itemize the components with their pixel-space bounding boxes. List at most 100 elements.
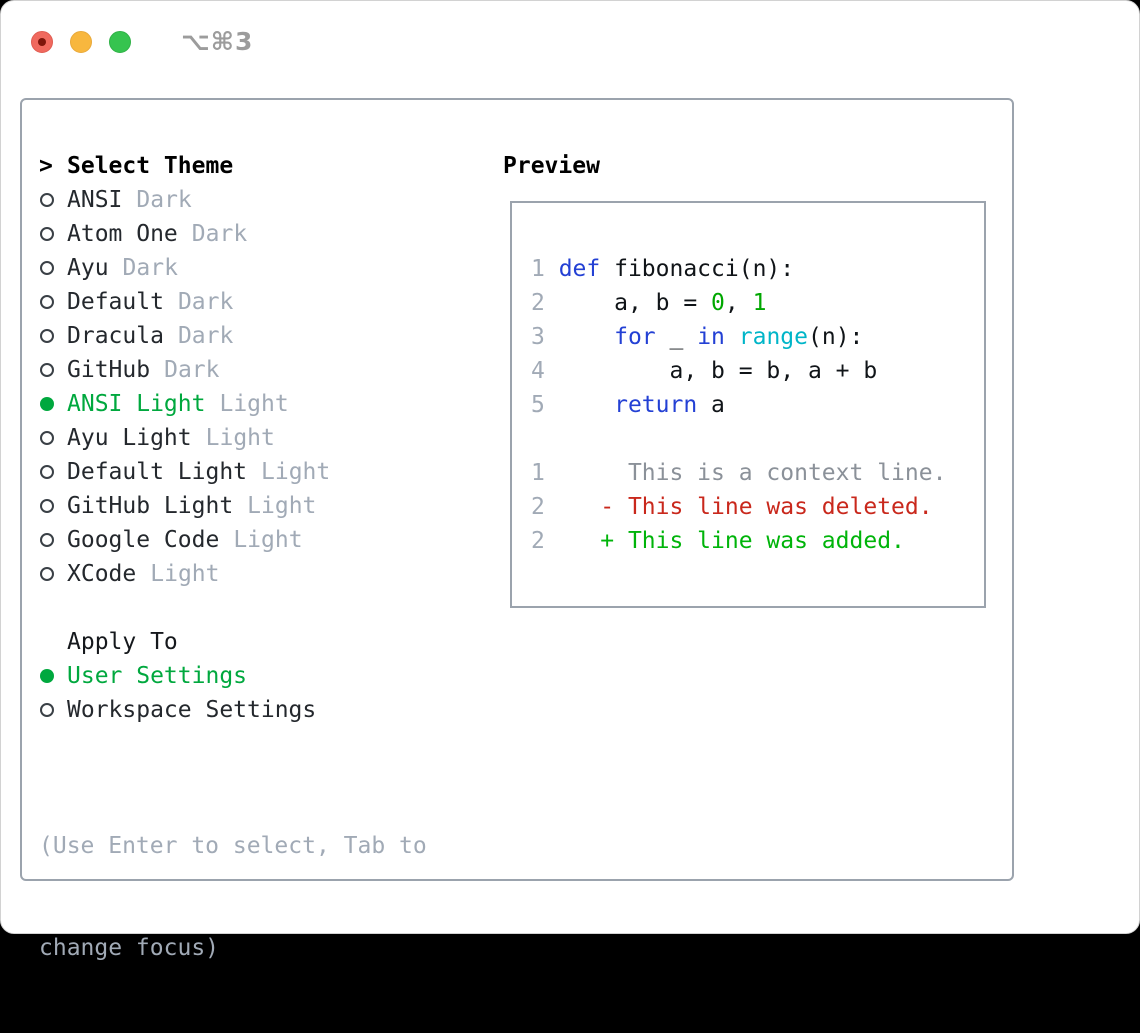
radio-icon [39, 533, 67, 547]
titlebar: ⌥⌘3 [31, 27, 253, 56]
radio-icon [39, 465, 67, 479]
radio-selected-icon [39, 669, 67, 683]
code-token [559, 324, 614, 350]
code-token [725, 324, 739, 350]
hint-text: (Use Enter to select, Tab to change focu… [39, 761, 427, 1033]
line-number: 2 [531, 290, 559, 316]
theme-option[interactable]: ANSI Light Light [39, 387, 427, 421]
code-token: + This line was added. [558, 528, 905, 554]
theme-variant: Dark [177, 323, 234, 349]
minimize-button-icon[interactable] [70, 30, 92, 53]
apply-option-label: Workspace Settings [67, 697, 317, 723]
theme-name: Atom One [67, 221, 178, 247]
theme-name: ANSI [67, 187, 123, 213]
code-token: _ [655, 324, 698, 350]
code-line [531, 422, 984, 456]
theme-variant: Dark [164, 357, 220, 383]
theme-option[interactable]: Ayu Dark [39, 251, 427, 285]
theme-name: GitHub Light [67, 493, 234, 519]
theme-option[interactable]: Atom One Dark [39, 217, 427, 251]
preview-column: Preview [503, 149, 600, 183]
code-line: 1 This is a context line. [531, 456, 984, 490]
theme-option[interactable]: ANSI Dark [39, 183, 427, 217]
radio-icon [39, 261, 67, 275]
code-token: a, b = b, a + b [558, 358, 878, 384]
code-token: - This line was deleted. [558, 494, 933, 520]
theme-variant: Dark [122, 255, 178, 281]
theme-variant: Dark [136, 187, 192, 213]
hint-line-1: (Use Enter to select, Tab to [39, 833, 427, 859]
code-line: 4 a, b = b, a + b [531, 354, 984, 388]
radio-icon [39, 193, 67, 207]
spacer [39, 727, 427, 761]
unsaved-dot-icon [38, 37, 46, 46]
line-number: 5 [531, 392, 559, 418]
maximize-button-icon[interactable] [109, 30, 131, 53]
code-token: range [738, 324, 808, 350]
code-line: 2 - This line was deleted. [531, 490, 984, 524]
theme-name: Ayu Light [67, 425, 192, 451]
theme-variant: Dark [177, 289, 234, 315]
theme-variant: Light [233, 527, 303, 553]
code-token: return [614, 392, 698, 418]
apply-option[interactable]: User Settings [39, 659, 427, 693]
line-number: 1 [531, 460, 559, 486]
theme-name: Default Light [67, 459, 248, 485]
code-token: 0 [711, 290, 725, 316]
line-number: 1 [531, 256, 559, 282]
theme-name: GitHub [67, 357, 151, 383]
theme-variant: Dark [191, 221, 248, 247]
code-line: 3 for _ in range(n): [531, 320, 984, 354]
theme-variant: Light [150, 561, 220, 587]
theme-name: XCode [67, 561, 137, 587]
apply-to-title: Apply To [67, 629, 178, 655]
spacer [39, 591, 427, 625]
theme-name: ANSI Light [67, 391, 206, 417]
close-button-icon[interactable] [31, 30, 53, 53]
code-token: This is a context line. [558, 460, 947, 486]
focus-caret-icon: > [39, 153, 53, 179]
window-title: ⌥⌘3 [181, 27, 254, 56]
code-token: fibonacci(n): [600, 256, 795, 282]
theme-option[interactable]: Google Code Light [39, 523, 427, 557]
radio-icon [39, 499, 67, 513]
radio-icon [39, 703, 67, 717]
select-theme-header: > Select Theme [39, 149, 427, 183]
line-number: 2 [531, 528, 559, 554]
theme-option[interactable]: XCode Light [39, 557, 427, 591]
theme-name: Google Code [67, 527, 220, 553]
line-number: 4 [531, 358, 559, 384]
theme-option[interactable]: GitHub Dark [39, 353, 427, 387]
apply-to-header: Apply To [39, 625, 427, 659]
radio-icon [39, 227, 67, 241]
code-token: def [558, 256, 601, 282]
radio-selected-icon [39, 397, 67, 411]
radio-icon [39, 295, 67, 309]
code-line: 1 def fibonacci(n): [531, 252, 984, 286]
theme-variant: Light [219, 391, 289, 417]
code-token: for [614, 324, 656, 350]
code-token [559, 392, 614, 418]
radio-icon [39, 363, 67, 377]
radio-icon [39, 329, 67, 343]
preview-title: Preview [503, 153, 600, 179]
code-token: a [697, 392, 725, 418]
apply-option[interactable]: Workspace Settings [39, 693, 427, 727]
code-token: , [724, 290, 753, 316]
radio-icon [39, 567, 67, 581]
line-number: 2 [531, 494, 559, 520]
code-token: (n): [808, 324, 864, 350]
theme-name: Ayu [67, 255, 109, 281]
